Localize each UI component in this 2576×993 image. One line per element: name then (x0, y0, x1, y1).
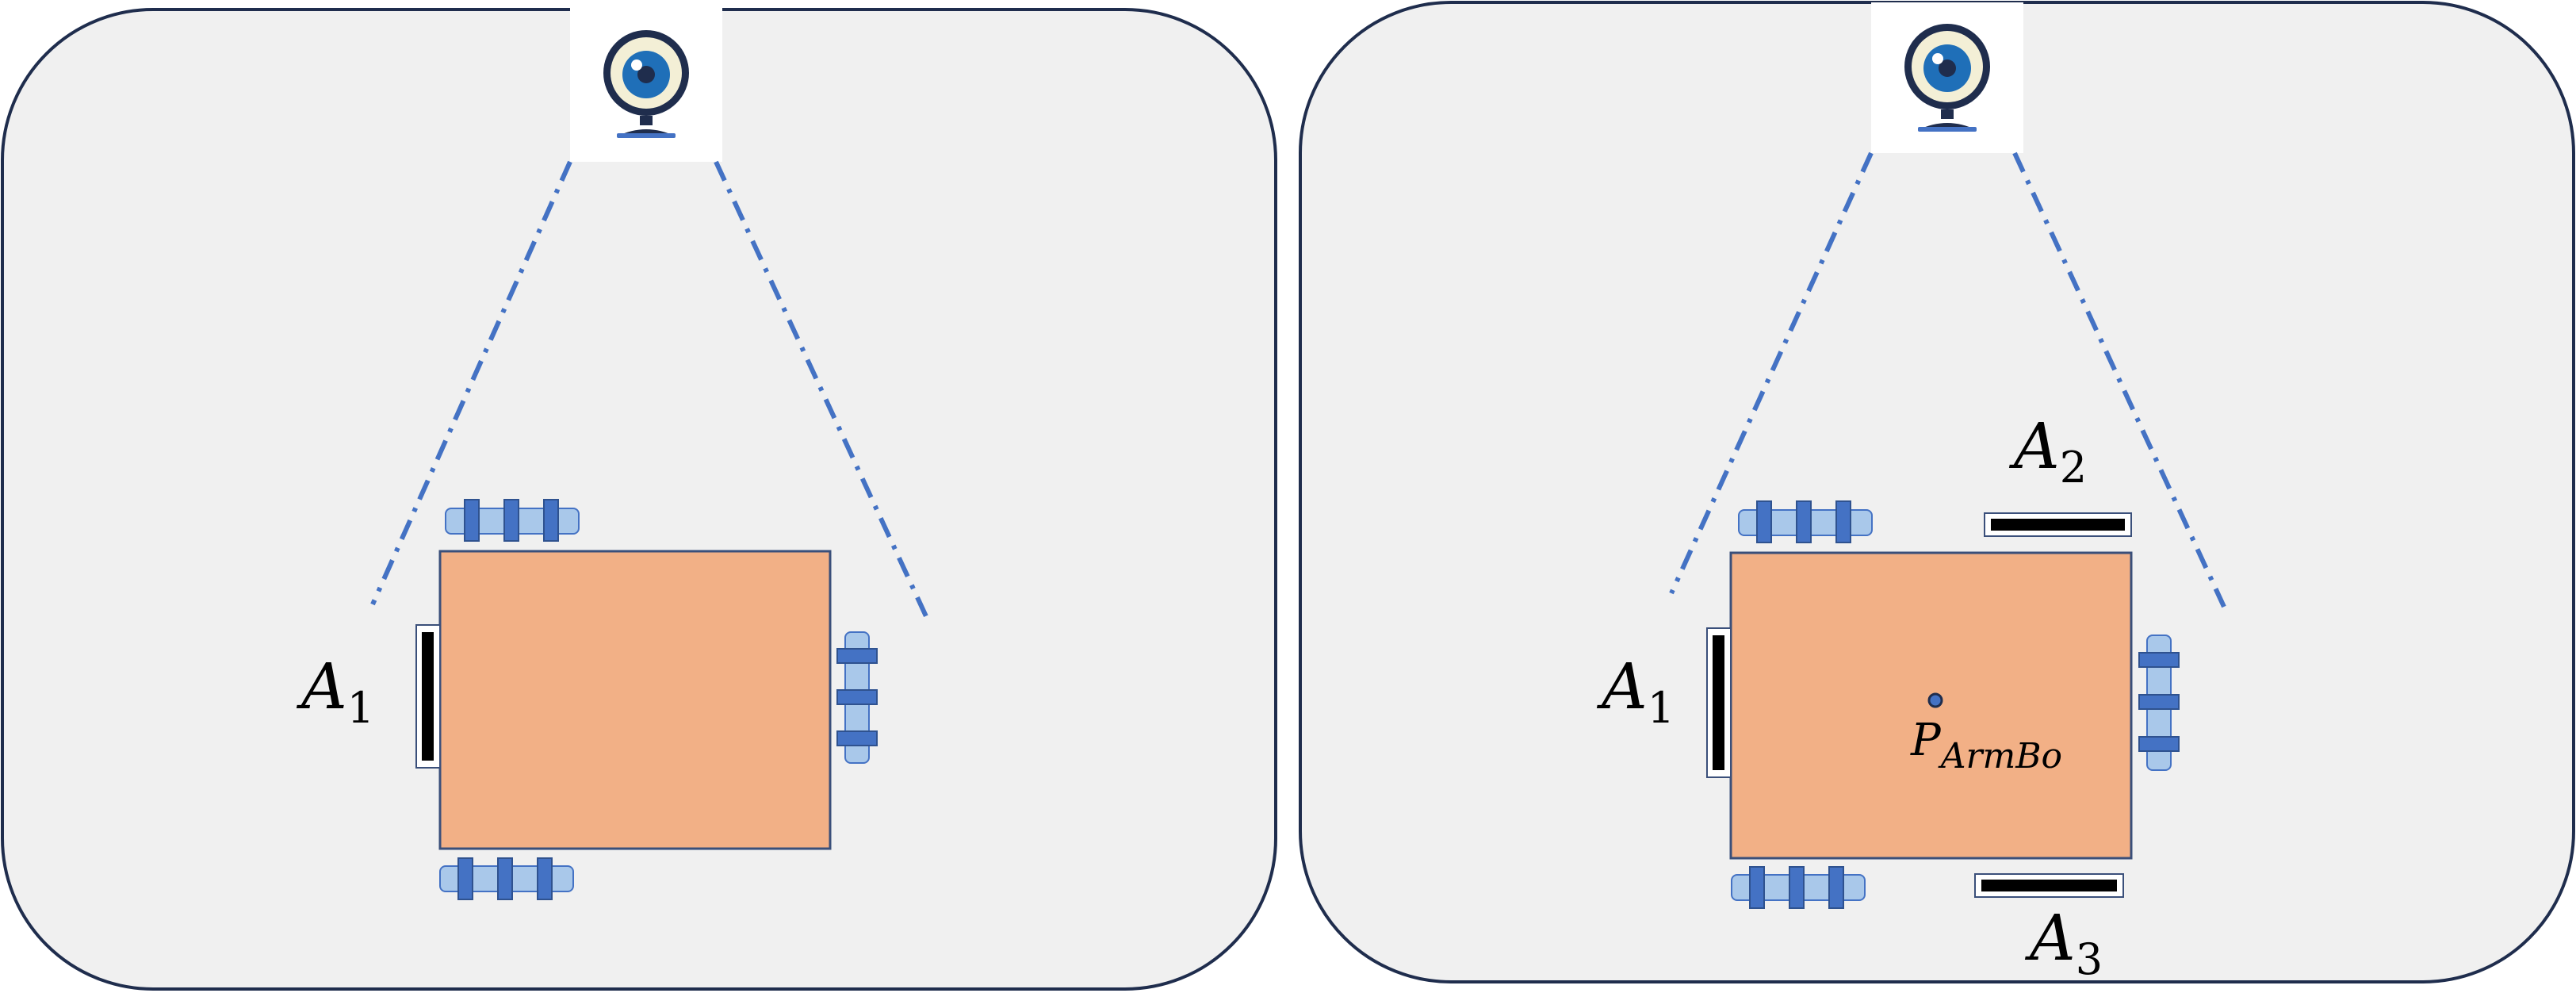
wheel-icon (1731, 866, 1866, 909)
wheel-icon (445, 499, 580, 542)
reference-point-label: PArmBo (1910, 715, 2062, 776)
right-panel: A1 A2 A3 PArmBo (1299, 1, 2575, 984)
marker-label-a3: A3 (2024, 901, 2103, 984)
camera-icon (1871, 2, 2023, 153)
fov-line-right (714, 160, 928, 618)
fov-line-right (2012, 151, 2226, 608)
wheel-icon (1738, 500, 1873, 543)
aruco-marker-icon (415, 624, 441, 769)
marker-label-a1: A1 (1596, 650, 1675, 733)
wheel-icon (439, 857, 574, 900)
reference-point-icon (1927, 692, 1943, 708)
wheel-icon (836, 631, 878, 764)
marker-label-a2: A2 (2008, 409, 2087, 493)
marker-label-a1: A1 (296, 650, 374, 733)
aruco-marker-icon (1984, 512, 2132, 537)
fov-line-left (1669, 151, 1874, 595)
camera-icon (570, 8, 722, 162)
aruco-marker-icon (1974, 873, 2124, 898)
left-panel: A1 (1, 8, 1277, 991)
wheel-icon (2138, 635, 2180, 771)
robot-body (438, 550, 832, 850)
fov-line-left (370, 160, 572, 606)
aruco-marker-icon (1706, 627, 1732, 778)
